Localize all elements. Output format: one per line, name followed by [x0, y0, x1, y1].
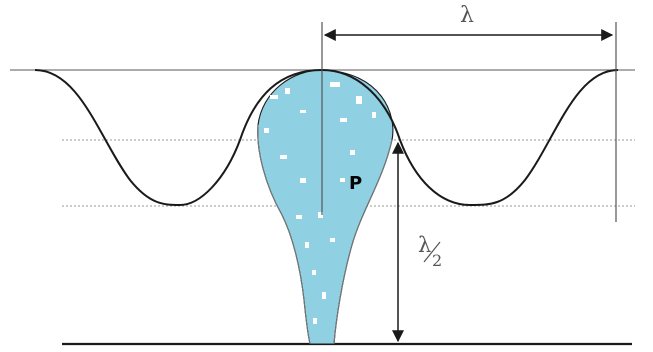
half-wavelength-fraction-bar — [423, 241, 441, 263]
wavelength-label: λ — [460, 3, 474, 28]
texture-speckles — [264, 82, 376, 324]
half-wavelength-numerator: λ — [418, 233, 431, 257]
half-wavelength-label: λ 2 — [418, 233, 442, 270]
drop-outline-right — [333, 139, 393, 345]
half-wavelength-denominator: 2 — [432, 251, 442, 270]
drop-outline — [257, 124, 311, 345]
point-p-label: P — [349, 173, 362, 194]
